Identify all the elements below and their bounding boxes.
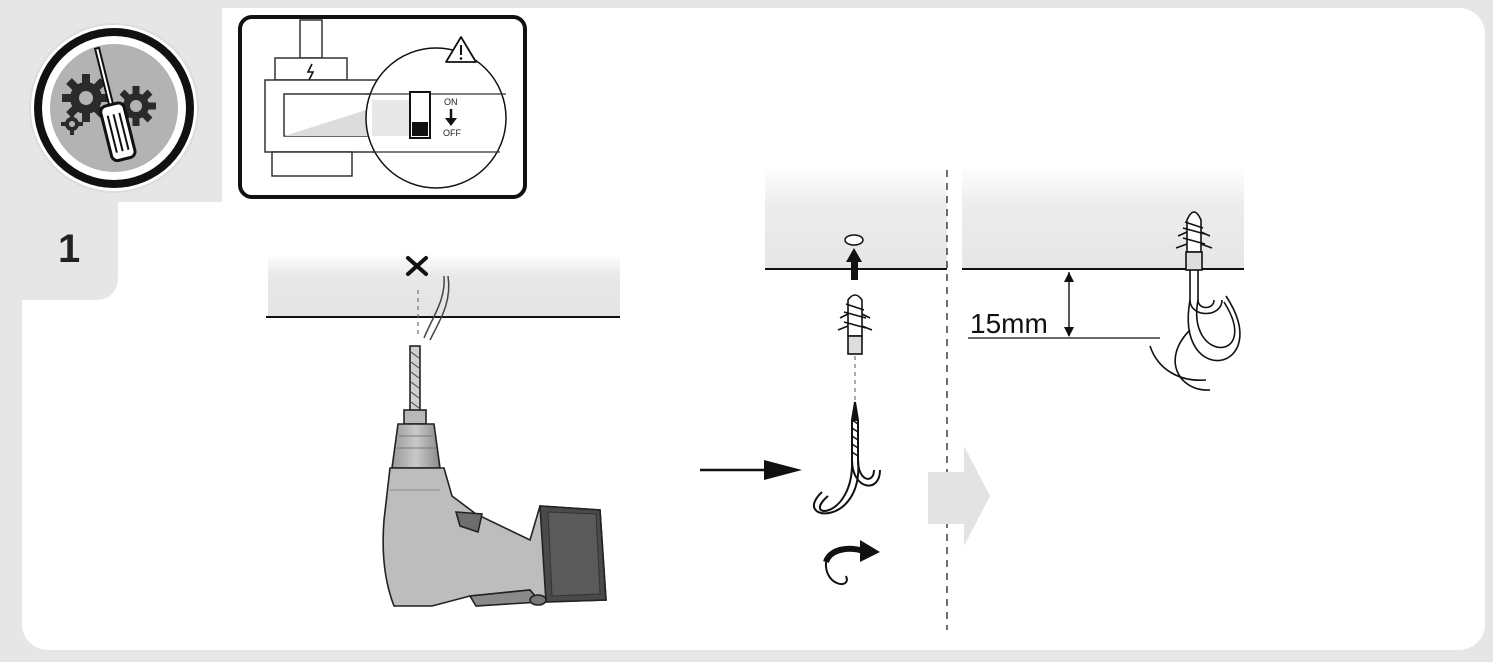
next-arrow-icon bbox=[928, 446, 990, 546]
warning-icon bbox=[445, 36, 477, 63]
up-arrow-icon bbox=[846, 248, 862, 280]
wall-anchor-icon bbox=[837, 294, 873, 355]
installed-hook-icon bbox=[1149, 211, 1241, 391]
step-number: 1 bbox=[58, 227, 80, 271]
down-arrow-icon bbox=[445, 109, 457, 126]
cable-icon bbox=[423, 275, 450, 341]
flow-arrow-icon bbox=[700, 460, 802, 480]
screw-hook-icon bbox=[813, 401, 881, 515]
drill-icon bbox=[382, 345, 607, 607]
rotate-arrow-icon bbox=[823, 540, 880, 585]
circuit-breaker-panel: ON OFF bbox=[238, 15, 527, 199]
ceiling-section-1 bbox=[266, 254, 620, 341]
ceiling-section-2 bbox=[765, 165, 947, 280]
dimension-label: 15mm bbox=[970, 308, 1048, 339]
switch-magnifier: ON OFF bbox=[365, 47, 507, 189]
dimension-marker: 15mm bbox=[968, 272, 1160, 339]
tools-icon bbox=[29, 23, 199, 193]
switch-on-label: ON bbox=[444, 97, 458, 107]
switch-off-label: OFF bbox=[443, 128, 461, 138]
mark-x-icon bbox=[406, 256, 428, 276]
